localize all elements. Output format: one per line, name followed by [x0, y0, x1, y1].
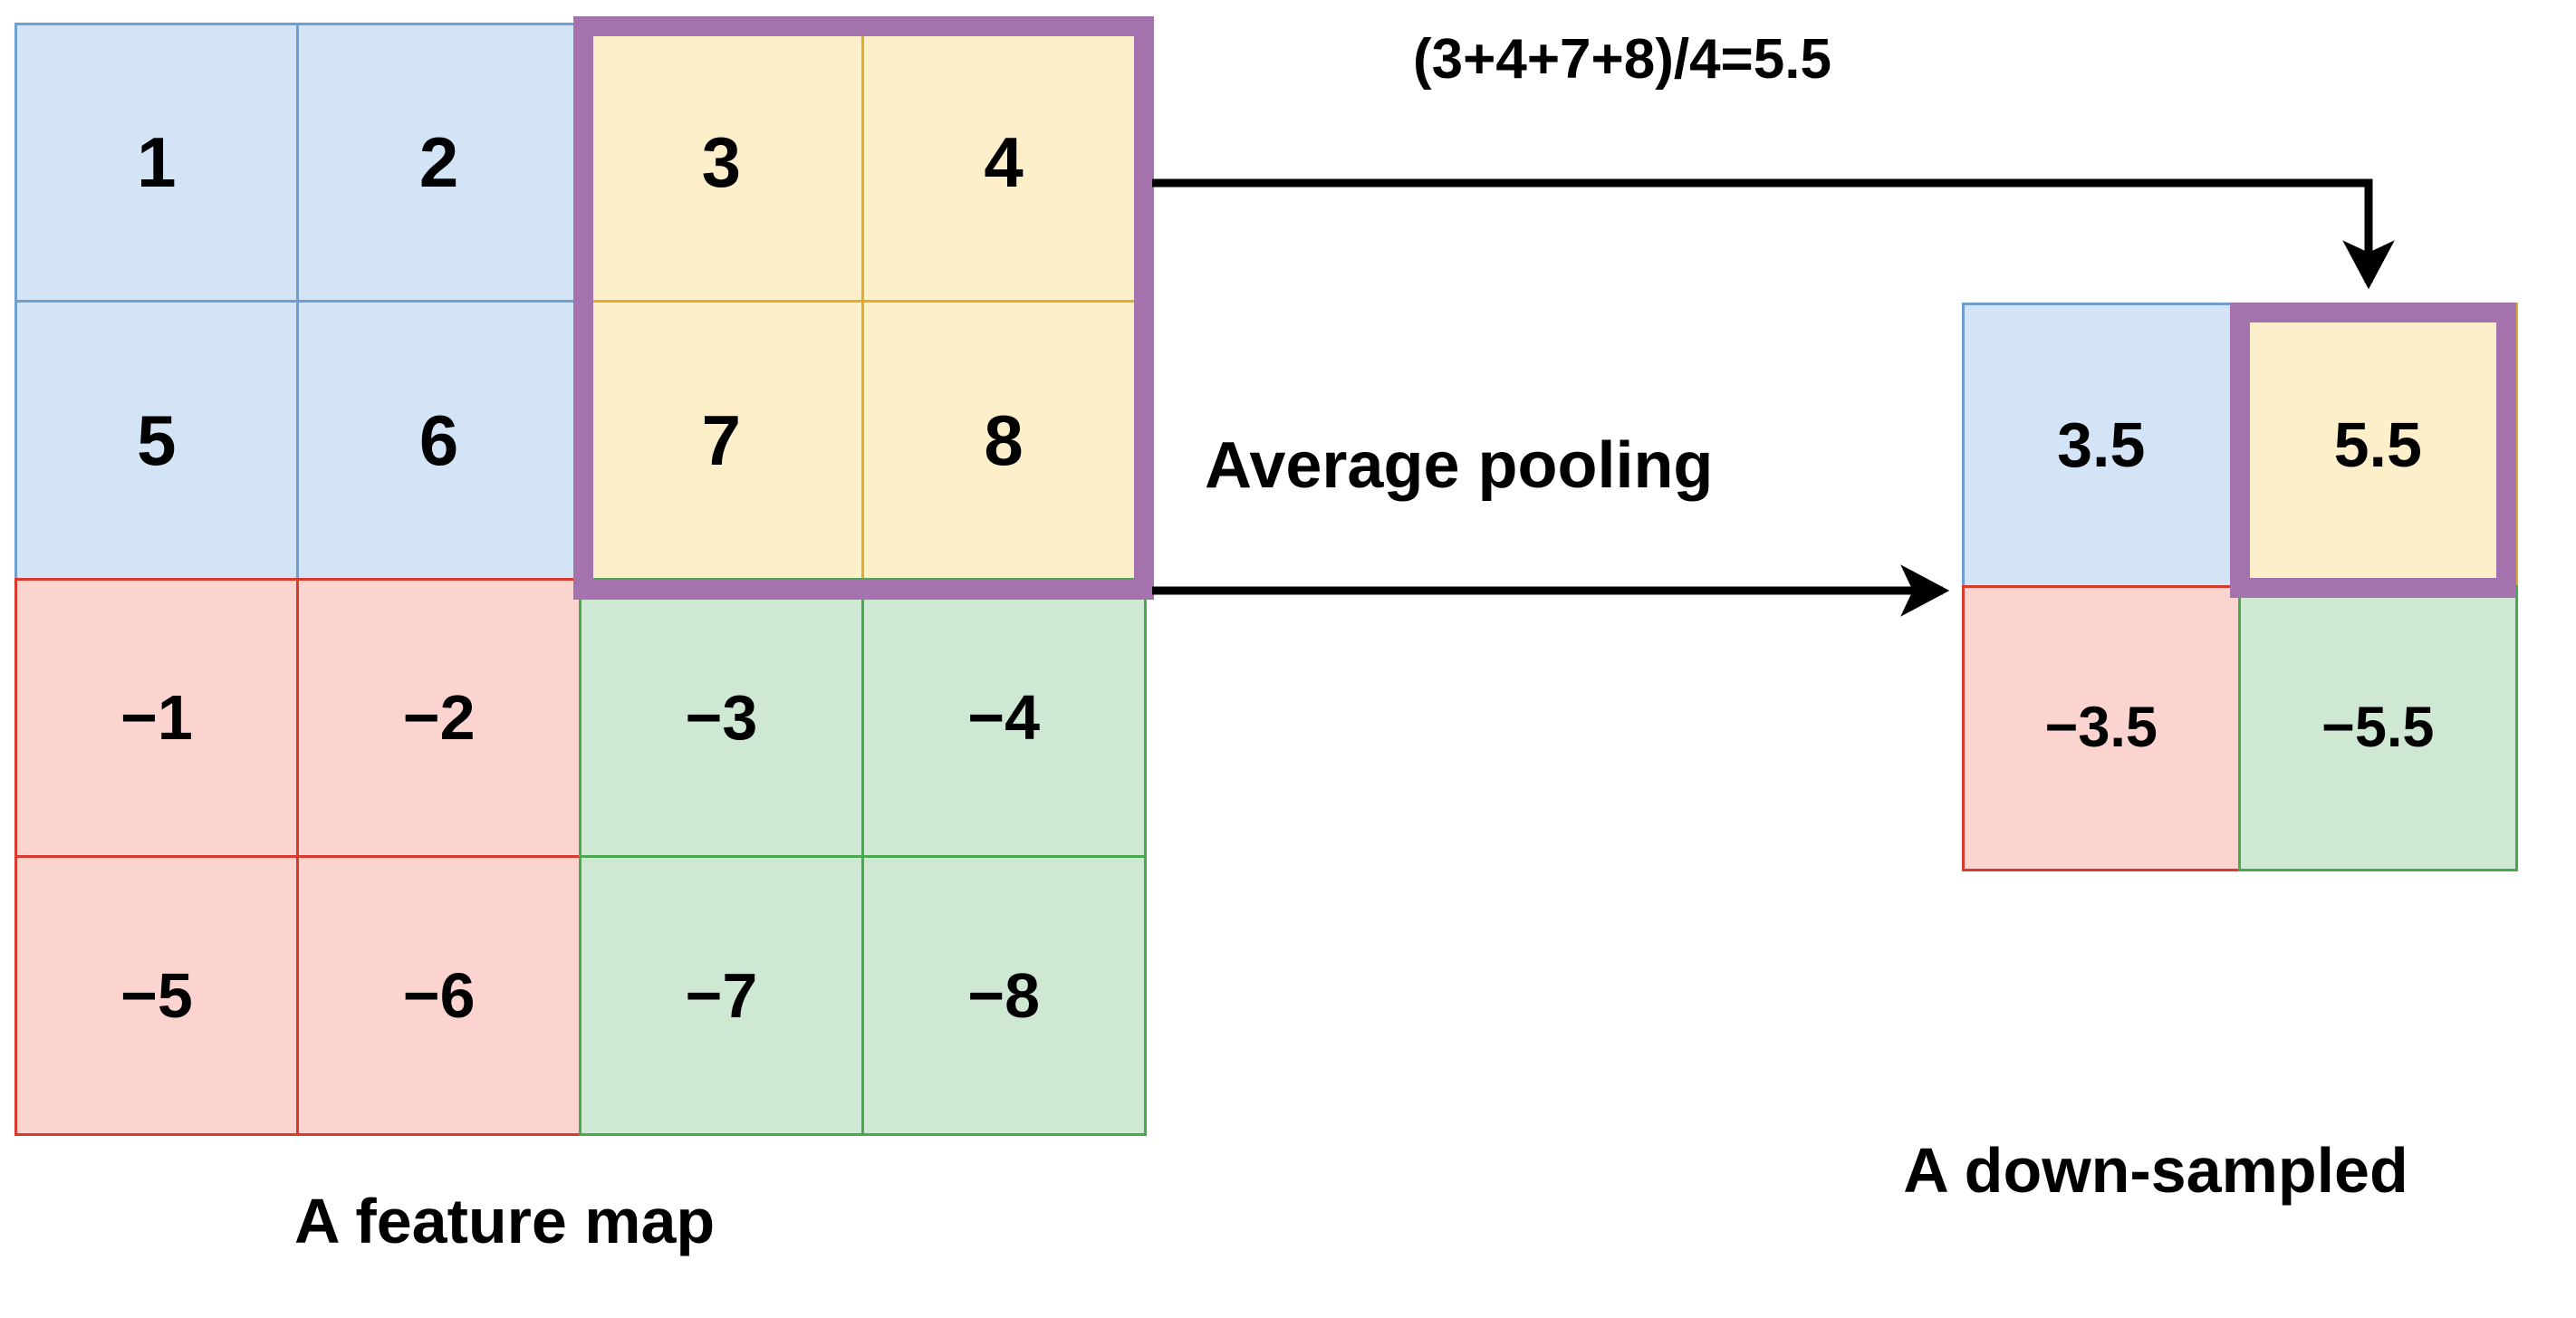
input-cell-r3c2: −7 — [579, 855, 864, 1136]
operation-label: Average pooling — [1205, 429, 1714, 502]
pooling-formula-label: (3+4+7+8)/4=5.5 — [1413, 28, 1831, 91]
input-cell-r1c3: 8 — [860, 300, 1147, 581]
input-cell-r0c2: 3 — [579, 22, 864, 303]
output-feature-map-grid: 3.5 5.5 −3.5 −5.5 — [1961, 302, 2518, 871]
input-cell-r0c3: 4 — [860, 22, 1147, 303]
output-cell-r1c1: −5.5 — [2238, 585, 2518, 871]
pooling-result-arrow — [1152, 178, 2395, 290]
output-cell-r1c0: −3.5 — [1961, 585, 2241, 871]
output-cell-r0c1: 5.5 — [2238, 302, 2518, 588]
input-cell-r1c0: 5 — [14, 300, 300, 581]
output-feature-map-caption: A down-sampled feature map — [1812, 996, 2500, 1318]
input-cell-r3c3: −8 — [860, 855, 1147, 1136]
input-cell-r2c3: −4 — [860, 577, 1147, 858]
input-cell-r3c0: −5 — [14, 855, 300, 1136]
input-cell-r2c1: −2 — [296, 577, 582, 858]
input-cell-r2c0: −1 — [14, 577, 300, 858]
input-feature-map-grid: 1 2 3 4 5 6 7 8 −1 −2 −3 −4 −5 −6 −7 −8 — [14, 22, 1147, 1136]
input-cell-r3c1: −6 — [296, 855, 582, 1136]
input-cell-r1c2: 7 — [579, 300, 864, 581]
output-caption-line-1: A down-sampled — [1903, 1135, 2408, 1206]
input-feature-map-caption: A feature map — [294, 1186, 716, 1256]
output-cell-r0c0: 3.5 — [1961, 302, 2241, 588]
input-cell-r2c2: −3 — [579, 577, 864, 858]
input-cell-r0c0: 1 — [14, 22, 300, 303]
input-cell-r0c1: 2 — [296, 22, 582, 303]
input-cell-r1c1: 6 — [296, 300, 582, 581]
